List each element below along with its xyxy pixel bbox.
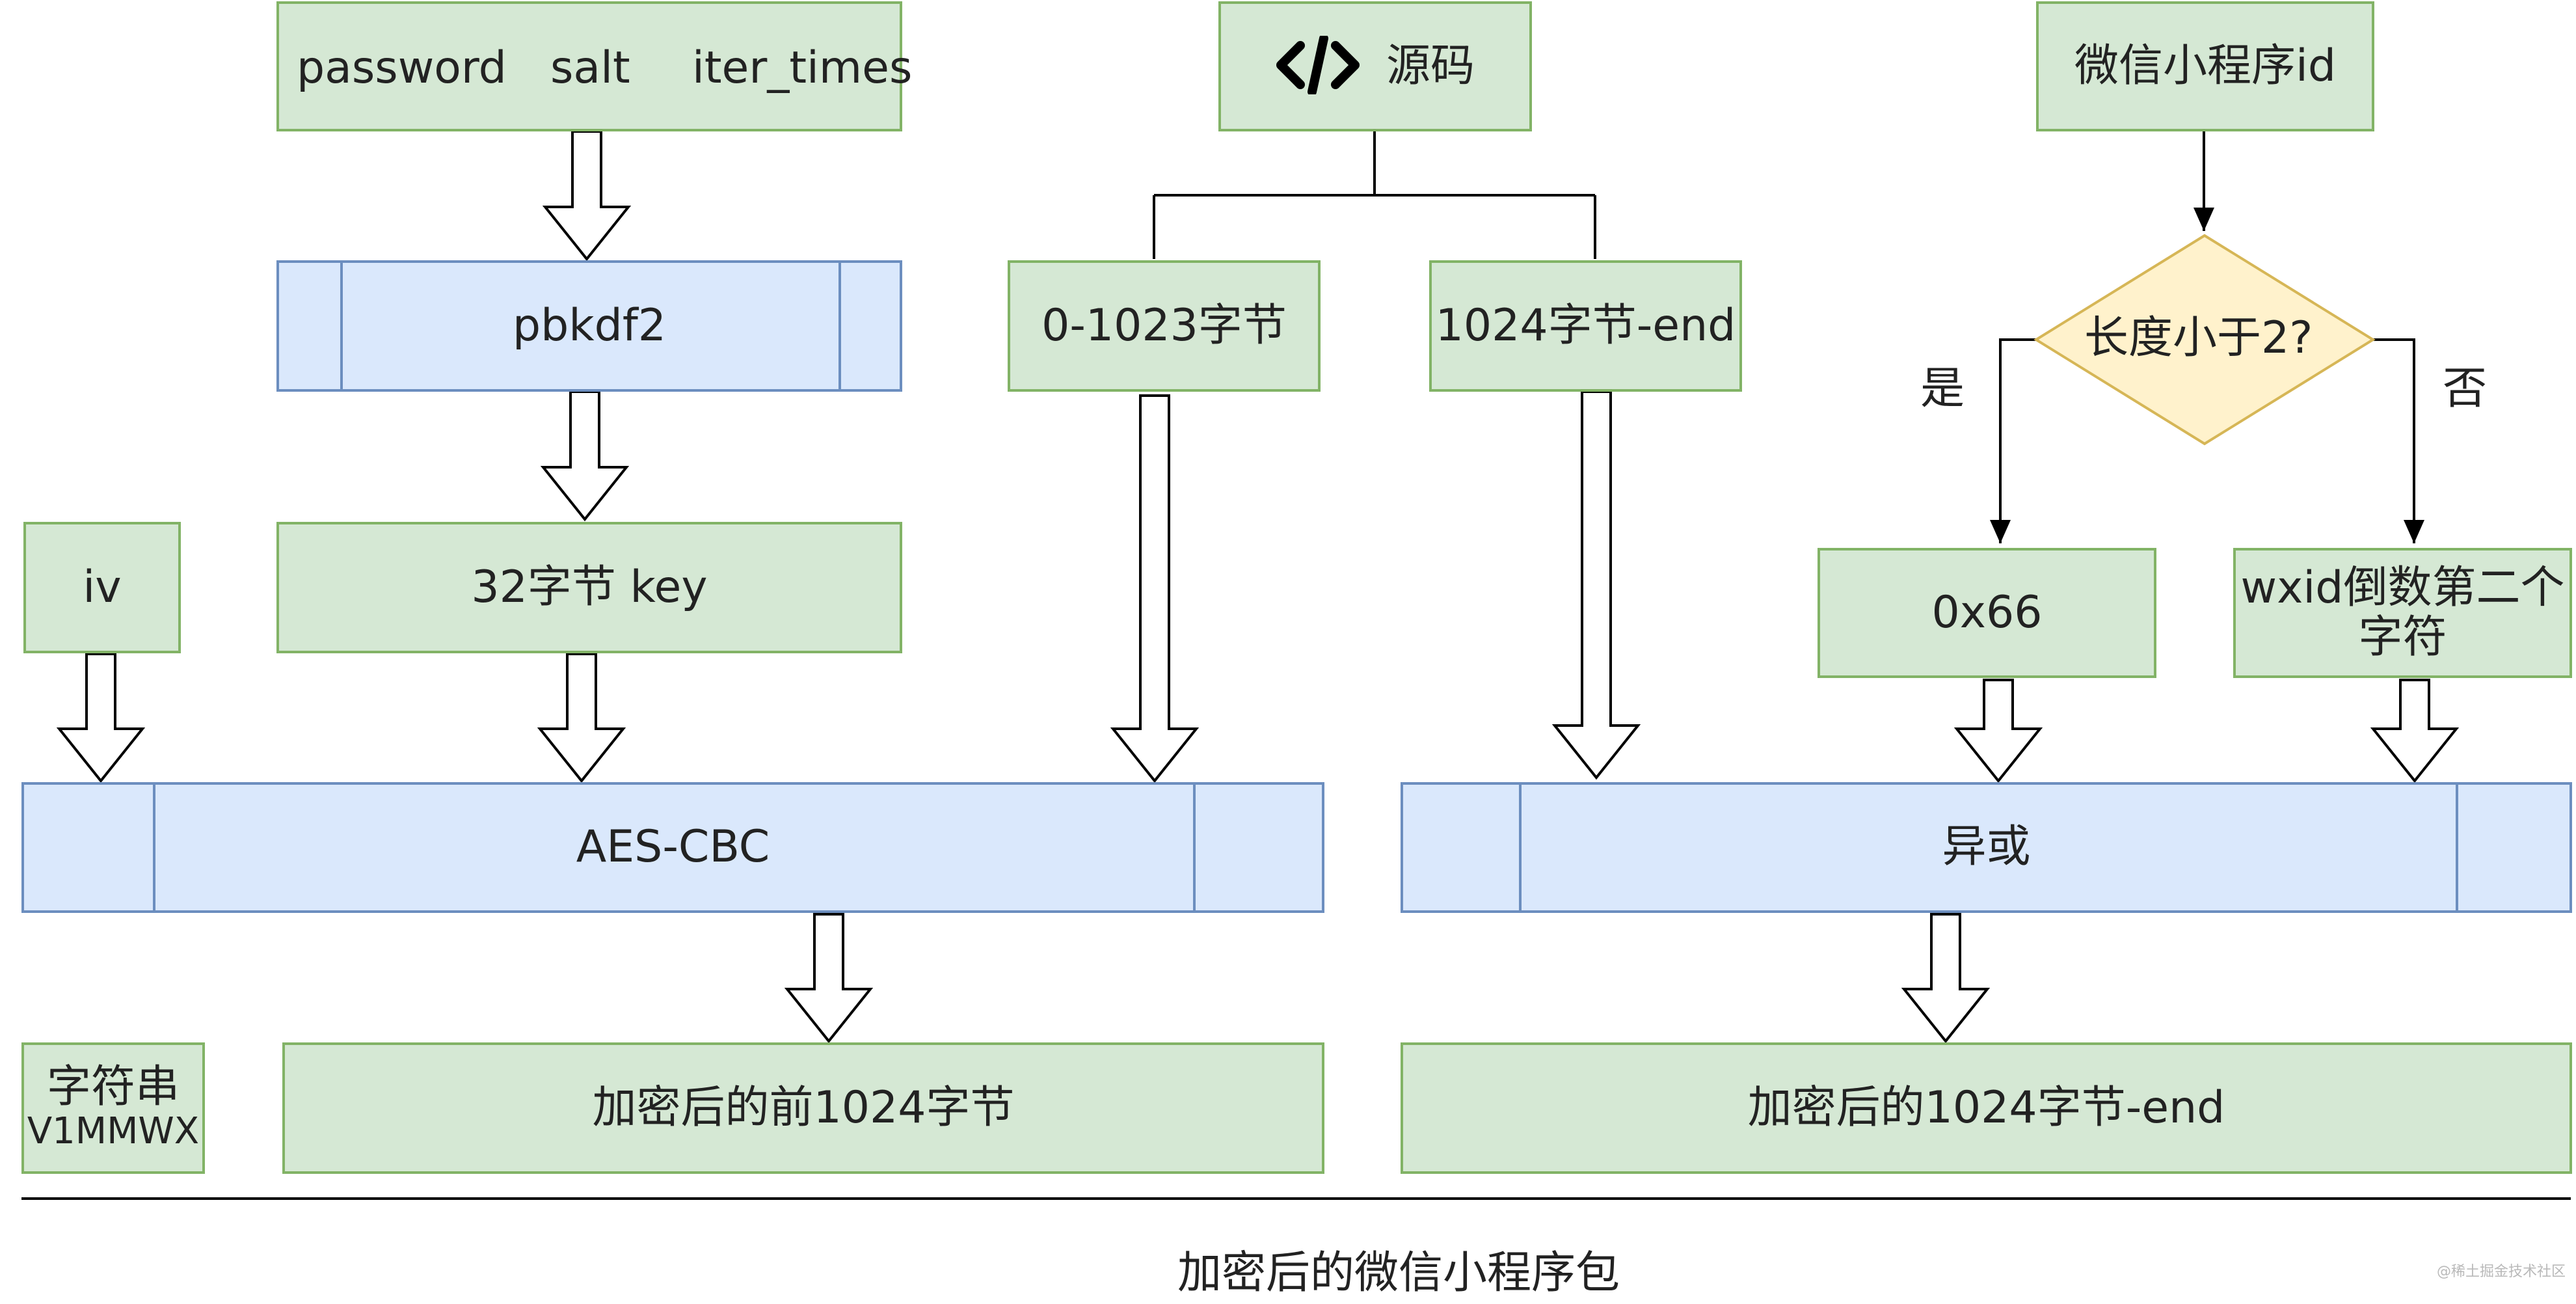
salt-label: salt	[550, 42, 630, 94]
block-arrow-rest-part-to-xor	[1551, 390, 1641, 780]
iv-box: iv	[23, 522, 181, 653]
appid-box: 微信小程序id	[2036, 1, 2374, 131]
iter-times-label: iter_times	[692, 42, 913, 94]
block-arrow-pbkdf2-to-key	[540, 390, 630, 522]
iv-label: iv	[83, 561, 122, 613]
encrypted-first-box: 加密后的前1024字节	[282, 1042, 1324, 1174]
no-label: 否	[2443, 363, 2488, 414]
condition-label: 长度小于2?	[2084, 312, 2313, 364]
pbkdf2-process: pbkdf2	[276, 260, 902, 392]
length-check-diamond	[2033, 234, 2376, 446]
source-code-label: 源码	[1386, 40, 1475, 92]
pbkdf2-label: pbkdf2	[512, 299, 667, 351]
block-arrow-first-part-to-aes	[1110, 394, 1200, 783]
arrow-condition-yes	[1990, 338, 2036, 543]
pbkdf2-right-divider	[839, 263, 841, 389]
pbkdf2-left-divider	[340, 263, 343, 389]
xor-right-divider	[2456, 785, 2458, 910]
xor-label: 异或	[1942, 821, 2031, 873]
xor-key-no-box: wxid倒数第二个字符	[2233, 548, 2572, 678]
encrypted-first-label: 加密后的前1024字节	[592, 1081, 1015, 1134]
first-part-box: 0-1023字节	[1008, 260, 1321, 392]
arrow-condition-no	[2373, 338, 2424, 543]
xor-key-yes-label: 0x66	[1931, 586, 2043, 638]
appid-label: 微信小程序id	[2074, 40, 2337, 92]
aes-left-divider	[153, 785, 155, 910]
xor-key-yes-box: 0x66	[1818, 548, 2156, 678]
package-caption: 加密后的微信小程序包	[1177, 1247, 1620, 1299]
key-label: 32字节 key	[471, 561, 708, 613]
inputs-box: password salt iter_times	[276, 1, 912, 131]
xor-left-divider	[1519, 785, 1522, 910]
password-label: password	[297, 42, 507, 94]
watermark: @稀土掘金技术社区	[2437, 1264, 2566, 1280]
block-arrow-xor-to-output	[1901, 913, 1991, 1044]
block-arrow-input-to-pbkdf2	[542, 130, 632, 262]
yes-label: 是	[1920, 363, 1965, 414]
string-label: 字符串	[46, 1061, 180, 1113]
first-part-label: 0-1023字节	[1041, 299, 1287, 351]
xor-process: 异或	[1401, 782, 2572, 913]
xor-key-no-label: wxid倒数第二个字符	[2240, 562, 2565, 663]
block-arrow-aes-to-output	[784, 913, 874, 1044]
aes-cbc-process: AES-CBC	[21, 782, 1324, 913]
block-arrow-wxid-to-xor	[2370, 679, 2460, 783]
package-caption-wrap: 加密后的微信小程序包	[878, 1244, 1919, 1303]
source-code-box: 源码	[1218, 1, 1532, 131]
encrypted-rest-box: 加密后的1024字节-end	[1401, 1042, 2572, 1174]
block-arrow-key-to-aes	[537, 653, 626, 783]
string-value: V1MMWX	[27, 1109, 200, 1152]
source-split-connector	[1153, 131, 1596, 259]
block-arrow-iv-to-aes	[56, 653, 146, 783]
aes-right-divider	[1193, 785, 1196, 910]
code-icon	[1276, 34, 1360, 97]
rest-part-box: 1024字节-end	[1429, 260, 1742, 392]
string-box: 字符串 V1MMWX	[21, 1042, 205, 1174]
block-arrow-0x66-to-xor	[1953, 679, 2043, 783]
rest-part-label: 1024字节-end	[1435, 299, 1736, 351]
key-box: 32字节 key	[276, 522, 902, 653]
encrypted-rest-label: 加密后的1024字节-end	[1747, 1081, 2225, 1134]
aes-cbc-label: AES-CBC	[576, 821, 770, 873]
